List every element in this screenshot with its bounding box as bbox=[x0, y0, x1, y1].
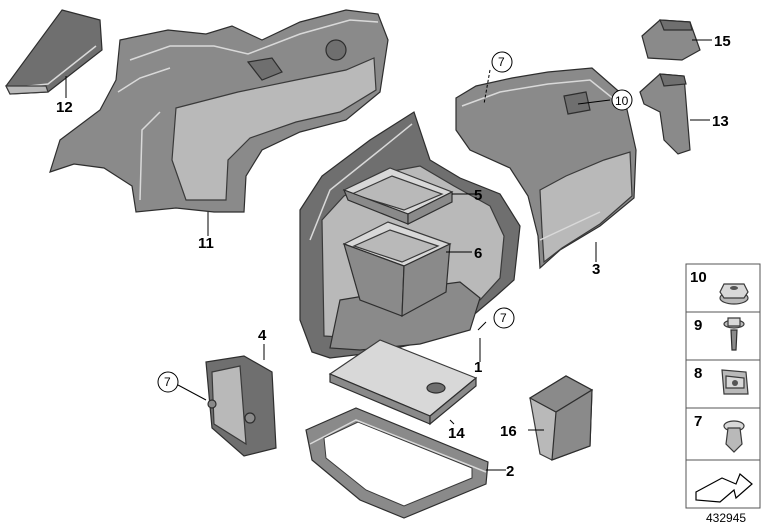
flange-screw-icon bbox=[723, 317, 745, 351]
part-11-left-trim-panel bbox=[49, 9, 389, 213]
callout-1: 1 bbox=[474, 359, 482, 376]
part-13-bracket bbox=[639, 73, 691, 155]
circled-callout-10: 10 bbox=[611, 89, 633, 111]
svg-text:7: 7 bbox=[164, 375, 171, 389]
callout-16: 16 bbox=[500, 423, 517, 440]
callout-5: 5 bbox=[474, 187, 482, 204]
callout-11: 11 bbox=[198, 235, 214, 252]
legend-number-8: 8 bbox=[694, 365, 702, 382]
callout-6: 6 bbox=[474, 245, 482, 262]
callout-3: 3 bbox=[592, 261, 600, 278]
svg-text:10: 10 bbox=[615, 94, 629, 108]
u-nut-clip-icon bbox=[721, 369, 749, 395]
callout-12: 12 bbox=[56, 99, 73, 116]
circled-callout-7-middle: 7 bbox=[493, 307, 515, 329]
arrow-symbol-icon bbox=[695, 473, 753, 503]
part-4-bracket bbox=[205, 355, 277, 457]
part-15-bracket bbox=[641, 19, 701, 61]
expanding-rivet-icon bbox=[723, 420, 745, 453]
hex-flange-nut-icon bbox=[719, 283, 749, 305]
part-16-cover bbox=[528, 375, 594, 461]
reference-number: 432945 bbox=[706, 511, 746, 525]
svg-text:7: 7 bbox=[500, 311, 507, 325]
callout-2: 2 bbox=[506, 463, 514, 480]
part-2-frame bbox=[305, 407, 489, 519]
legend-number-7: 7 bbox=[694, 413, 702, 430]
part-6-storage-box bbox=[342, 221, 452, 318]
callout-4: 4 bbox=[258, 327, 267, 344]
legend-number-10: 10 bbox=[690, 269, 707, 286]
callout-15: 15 bbox=[714, 33, 731, 50]
leader-lines bbox=[65, 39, 712, 471]
part-5-storage-tray bbox=[342, 167, 454, 225]
svg-text:7: 7 bbox=[498, 55, 505, 69]
part-12-wedge-trim bbox=[5, 9, 103, 95]
callout-14: 14 bbox=[448, 425, 465, 442]
fastener-legend: 10 9 8 7 bbox=[685, 263, 761, 509]
circled-callout-7-top: 7 bbox=[491, 51, 513, 73]
legend-number-9: 9 bbox=[694, 317, 702, 334]
part-3-right-trim-panel bbox=[455, 67, 637, 270]
circled-callout-7-left: 7 bbox=[157, 371, 179, 393]
part-14-floor-cover bbox=[328, 339, 478, 426]
callout-13: 13 bbox=[712, 113, 729, 130]
